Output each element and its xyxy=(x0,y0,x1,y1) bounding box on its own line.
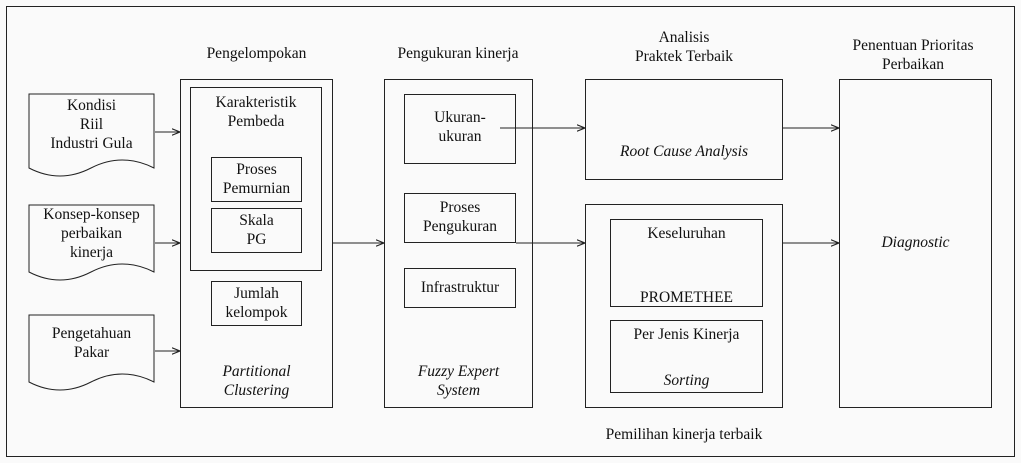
measurement-box xyxy=(384,79,533,408)
measurement-method-label: Fuzzy Expert System xyxy=(417,363,500,399)
diagnostic-label: Diagnostic xyxy=(881,234,950,251)
sorting-label: Sorting xyxy=(663,372,710,389)
infrastruktur-box xyxy=(404,268,516,308)
distinguishing-characteristics-title: Karakteristik Pembeda xyxy=(215,94,297,130)
input-konsep-label: Konsep-konsep perbaikan kinerja xyxy=(43,206,140,261)
sorting-box xyxy=(610,320,763,393)
analysis-footer: Pemilihan kinerja terbaik xyxy=(605,426,763,443)
skala-pg-label: Skala PG xyxy=(239,212,274,248)
jumlah-kelompok-box xyxy=(211,281,302,326)
measurement-header: Pengukuran kinerja xyxy=(397,45,519,62)
sorting-top-label: Per Jenis Kinerja xyxy=(633,326,740,343)
proses-pengukuran-label: Proses Pengukuran xyxy=(422,199,498,235)
grouping-box xyxy=(180,79,333,408)
doc-shape-konsep xyxy=(28,204,155,281)
analysis-header: Analisis Praktek Terbaik xyxy=(634,29,734,65)
doc-shape-pengetahuan xyxy=(28,314,155,391)
grouping-header: Pengelompokan xyxy=(206,45,307,62)
proses-pengukuran-box xyxy=(404,193,516,243)
infrastruktur-label: Infrastruktur xyxy=(420,279,500,296)
promethee-box xyxy=(610,219,763,307)
root-cause-analysis-box xyxy=(585,79,783,180)
promethee-top-label: Keseluruhan xyxy=(647,225,726,242)
promethee-label: PROMETHEE xyxy=(640,289,733,306)
proses-pemurnian-box xyxy=(211,157,302,202)
proses-pemurnian-label: Proses Pemurnian xyxy=(222,161,291,197)
distinguishing-characteristics-box xyxy=(190,87,322,271)
input-kondisi-label: Kondisi Riil Industri Gula xyxy=(50,97,133,152)
skala-pg-box xyxy=(211,208,302,253)
jumlah-kelompok-label: Jumlah kelompok xyxy=(225,285,288,321)
doc-shape-kondisi xyxy=(28,93,155,177)
root-cause-analysis-label: Root Cause Analysis xyxy=(619,143,749,160)
priority-header: Penentuan Prioritas Perbaikan xyxy=(852,37,974,73)
priority-box xyxy=(839,79,992,408)
ukuran-ukuran-label: Ukuran- ukuran xyxy=(434,109,486,145)
grouping-method-label: Partitional Clustering xyxy=(222,363,291,399)
outer-frame xyxy=(6,6,1015,457)
ukuran-ukuran-box xyxy=(404,94,516,164)
input-pengetahuan-label: Pengetahuan Pakar xyxy=(51,325,132,361)
ranking-box xyxy=(585,204,783,408)
